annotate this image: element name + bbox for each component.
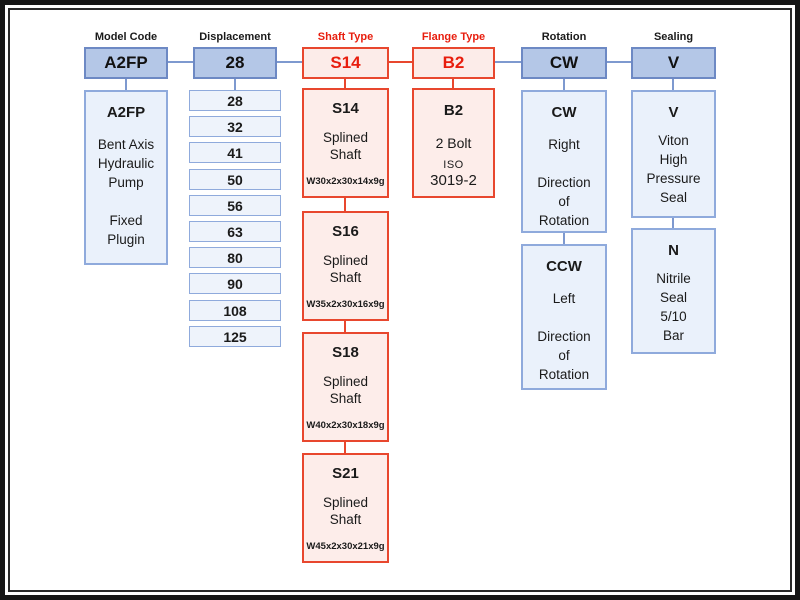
- flange-standard-number: 3019-2: [430, 172, 477, 189]
- header-box-flange-type: B2: [412, 47, 495, 79]
- shaft-title: S16: [332, 223, 359, 240]
- stub-shaft-type: [344, 79, 346, 88]
- shaft-body: Splined Shaft: [322, 374, 369, 406]
- connector-cw-ccw: [563, 233, 565, 244]
- shaft-spec: W45x2x30x21x9g: [306, 541, 385, 552]
- displacement-option: 50: [189, 169, 281, 190]
- connector-rotation-sealing: [607, 61, 631, 63]
- shaft-title: S18: [332, 344, 359, 361]
- rotation-body: Right Direction of Rotation: [537, 137, 591, 228]
- connector-s14-s16: [344, 198, 346, 211]
- displacement-option: 28: [189, 90, 281, 111]
- shaft-title: S21: [332, 465, 359, 482]
- shaft-body: Splined Shaft: [322, 253, 369, 285]
- inner-frame: [8, 8, 792, 592]
- detail-box-a2fp: A2FP Bent Axis Hydraulic Pump Fixed Plug…: [84, 90, 168, 265]
- header-box-displacement: 28: [193, 47, 277, 79]
- shaft-spec: W30x2x30x14x9g: [306, 176, 385, 187]
- stub-flange-type: [452, 79, 454, 88]
- shaft-body: Splined Shaft: [322, 130, 369, 162]
- header-box-model-code: A2FP: [84, 47, 168, 79]
- connector-v-n: [672, 218, 674, 228]
- column-label-flange-type: Flange Type: [421, 31, 486, 43]
- connector-shaft-flange: [389, 61, 412, 63]
- shaft-option-s18: S18 Splined Shaft W40x2x30x18x9g: [302, 332, 389, 442]
- stub-displacement: [234, 79, 236, 90]
- displacement-option: 108: [189, 300, 281, 321]
- connector-modelcode-displacement: [168, 61, 193, 63]
- column-label-model-code: Model Code: [94, 31, 158, 43]
- displacement-option: 41: [189, 142, 281, 163]
- rotation-option-cw: CW Right Direction of Rotation: [521, 90, 607, 233]
- stub-sealing: [672, 79, 674, 90]
- displacement-option: 125: [189, 326, 281, 347]
- shaft-option-s14: S14 Splined Shaft W30x2x30x14x9g: [302, 88, 389, 198]
- header-box-rotation: CW: [521, 47, 607, 79]
- column-label-displacement: Displacement: [199, 31, 271, 43]
- connector-s18-s21: [344, 442, 346, 453]
- rotation-body: Left Direction of Rotation: [537, 291, 591, 382]
- header-box-shaft-type: S14: [302, 47, 389, 79]
- header-box-sealing: V: [631, 47, 716, 79]
- sealing-body: Viton High Pressure Seal: [646, 133, 701, 205]
- detail-box-b2: B2 2 Bolt ISO 3019-2: [412, 88, 495, 198]
- displacement-option: 90: [189, 273, 281, 294]
- shaft-body: Splined Shaft: [322, 495, 369, 527]
- sealing-title: V: [668, 104, 679, 121]
- column-label-sealing: Sealing: [653, 31, 694, 43]
- sealing-title: N: [668, 242, 679, 259]
- displacement-option: 56: [189, 195, 281, 216]
- rotation-option-ccw: CCW Left Direction of Rotation: [521, 244, 607, 390]
- displacement-option: 32: [189, 116, 281, 137]
- rotation-title: CW: [551, 104, 577, 121]
- shaft-spec: W35x2x30x16x9g: [306, 299, 385, 310]
- detail-body-a2fp: Bent Axis Hydraulic Pump Fixed Plugin: [97, 137, 155, 247]
- shaft-option-s21: S21 Splined Shaft W45x2x30x21x9g: [302, 453, 389, 563]
- flange-title: B2: [443, 102, 464, 119]
- stub-model-code: [125, 79, 127, 90]
- sealing-option-v: V Viton High Pressure Seal: [631, 90, 716, 218]
- flange-standard-org: ISO: [443, 159, 464, 171]
- column-label-rotation: Rotation: [541, 31, 587, 43]
- sealing-body: Nitrile Seal 5/10 Bar: [656, 271, 691, 343]
- rotation-title: CCW: [546, 258, 582, 275]
- connector-displacement-shaft: [277, 61, 302, 63]
- stub-rotation: [563, 79, 565, 90]
- displacement-option: 80: [189, 247, 281, 268]
- flange-body: 2 Bolt: [435, 135, 472, 151]
- shaft-spec: W40x2x30x18x9g: [306, 420, 385, 431]
- sealing-option-n: N Nitrile Seal 5/10 Bar: [631, 228, 716, 354]
- detail-title-a2fp: A2FP: [106, 104, 146, 121]
- connector-flange-rotation: [495, 61, 521, 63]
- connector-s16-s18: [344, 321, 346, 332]
- shaft-title: S14: [332, 100, 359, 117]
- shaft-option-s16: S16 Splined Shaft W35x2x30x16x9g: [302, 211, 389, 321]
- displacement-option: 63: [189, 221, 281, 242]
- column-label-shaft-type: Shaft Type: [317, 31, 374, 43]
